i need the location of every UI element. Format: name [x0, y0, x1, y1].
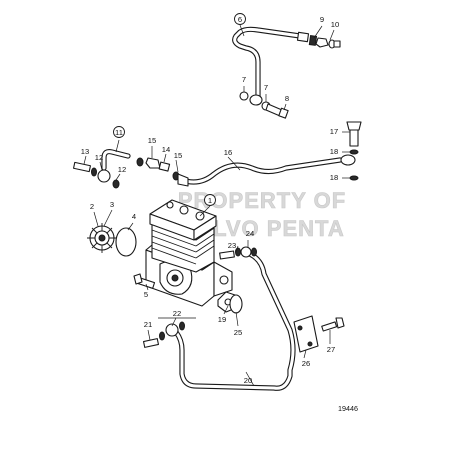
pipe-20	[173, 251, 296, 391]
callout-3: 3	[110, 200, 114, 209]
callout-12-lower: 12	[118, 165, 126, 174]
cover-19-o-ring-25	[217, 291, 243, 314]
callout-6: 6	[238, 15, 242, 24]
callout-circle-6	[234, 13, 246, 25]
watermark-line-1: PROPERTY OF	[178, 188, 346, 213]
fitting-14-15	[136, 157, 189, 187]
callout-1: 1	[208, 196, 212, 205]
callout-25: 25	[234, 328, 242, 337]
callout-14: 14	[162, 145, 170, 154]
callout-27: 27	[327, 345, 335, 354]
callout-18-lower: 18	[330, 173, 338, 182]
banjo-fitting-7-8	[239, 91, 289, 119]
bolt-5	[133, 273, 156, 289]
callout-22: 22	[173, 309, 181, 318]
callout-7-left: 7	[242, 75, 246, 84]
callout-10: 10	[331, 20, 339, 29]
callout-9: 9	[320, 15, 324, 24]
banjo-17-18	[340, 121, 362, 181]
pipe-11	[101, 149, 131, 171]
callout-8: 8	[285, 94, 289, 103]
callout-15-right: 15	[174, 151, 182, 160]
callout-15-left: 15	[148, 136, 156, 145]
callout-12-upper: 12	[95, 153, 103, 162]
callout-circle-11	[113, 126, 125, 138]
callout-24: 24	[246, 229, 254, 238]
callout-23: 23	[228, 241, 236, 250]
callout-17: 17	[330, 127, 338, 136]
fitting-21-22	[142, 321, 185, 348]
callout-5: 5	[144, 290, 148, 299]
callout-18-upper: 18	[330, 147, 338, 156]
callout-7-right: 7	[264, 83, 268, 92]
bolt-27	[321, 317, 345, 332]
callout-2: 2	[90, 202, 94, 211]
callout-4: 4	[132, 212, 136, 221]
fitting-12-13	[73, 161, 120, 189]
figure-reference-number: 19446	[338, 404, 358, 413]
fitting-9-10	[296, 31, 341, 49]
pipe-16	[179, 157, 343, 185]
callout-circle-1	[204, 194, 216, 206]
leader-lines	[83, 24, 352, 387]
o-ring-4	[115, 227, 137, 257]
callout-16: 16	[224, 148, 232, 157]
air-compressor-1	[145, 199, 233, 307]
callout-19: 19	[218, 315, 226, 324]
callout-20: 20	[244, 376, 252, 385]
pipe-6	[232, 26, 303, 103]
callout-21: 21	[144, 320, 152, 329]
callout-11: 11	[115, 128, 123, 137]
fitting-23-24	[219, 246, 257, 260]
drive-gear-2-3	[87, 223, 117, 253]
callouts: 6 9 10 7 7 8 11 13 12 12 15 14 15 16 17 …	[81, 13, 339, 385]
callout-13: 13	[81, 147, 89, 156]
callout-26: 26	[302, 359, 310, 368]
cover-plate-26	[293, 315, 319, 353]
